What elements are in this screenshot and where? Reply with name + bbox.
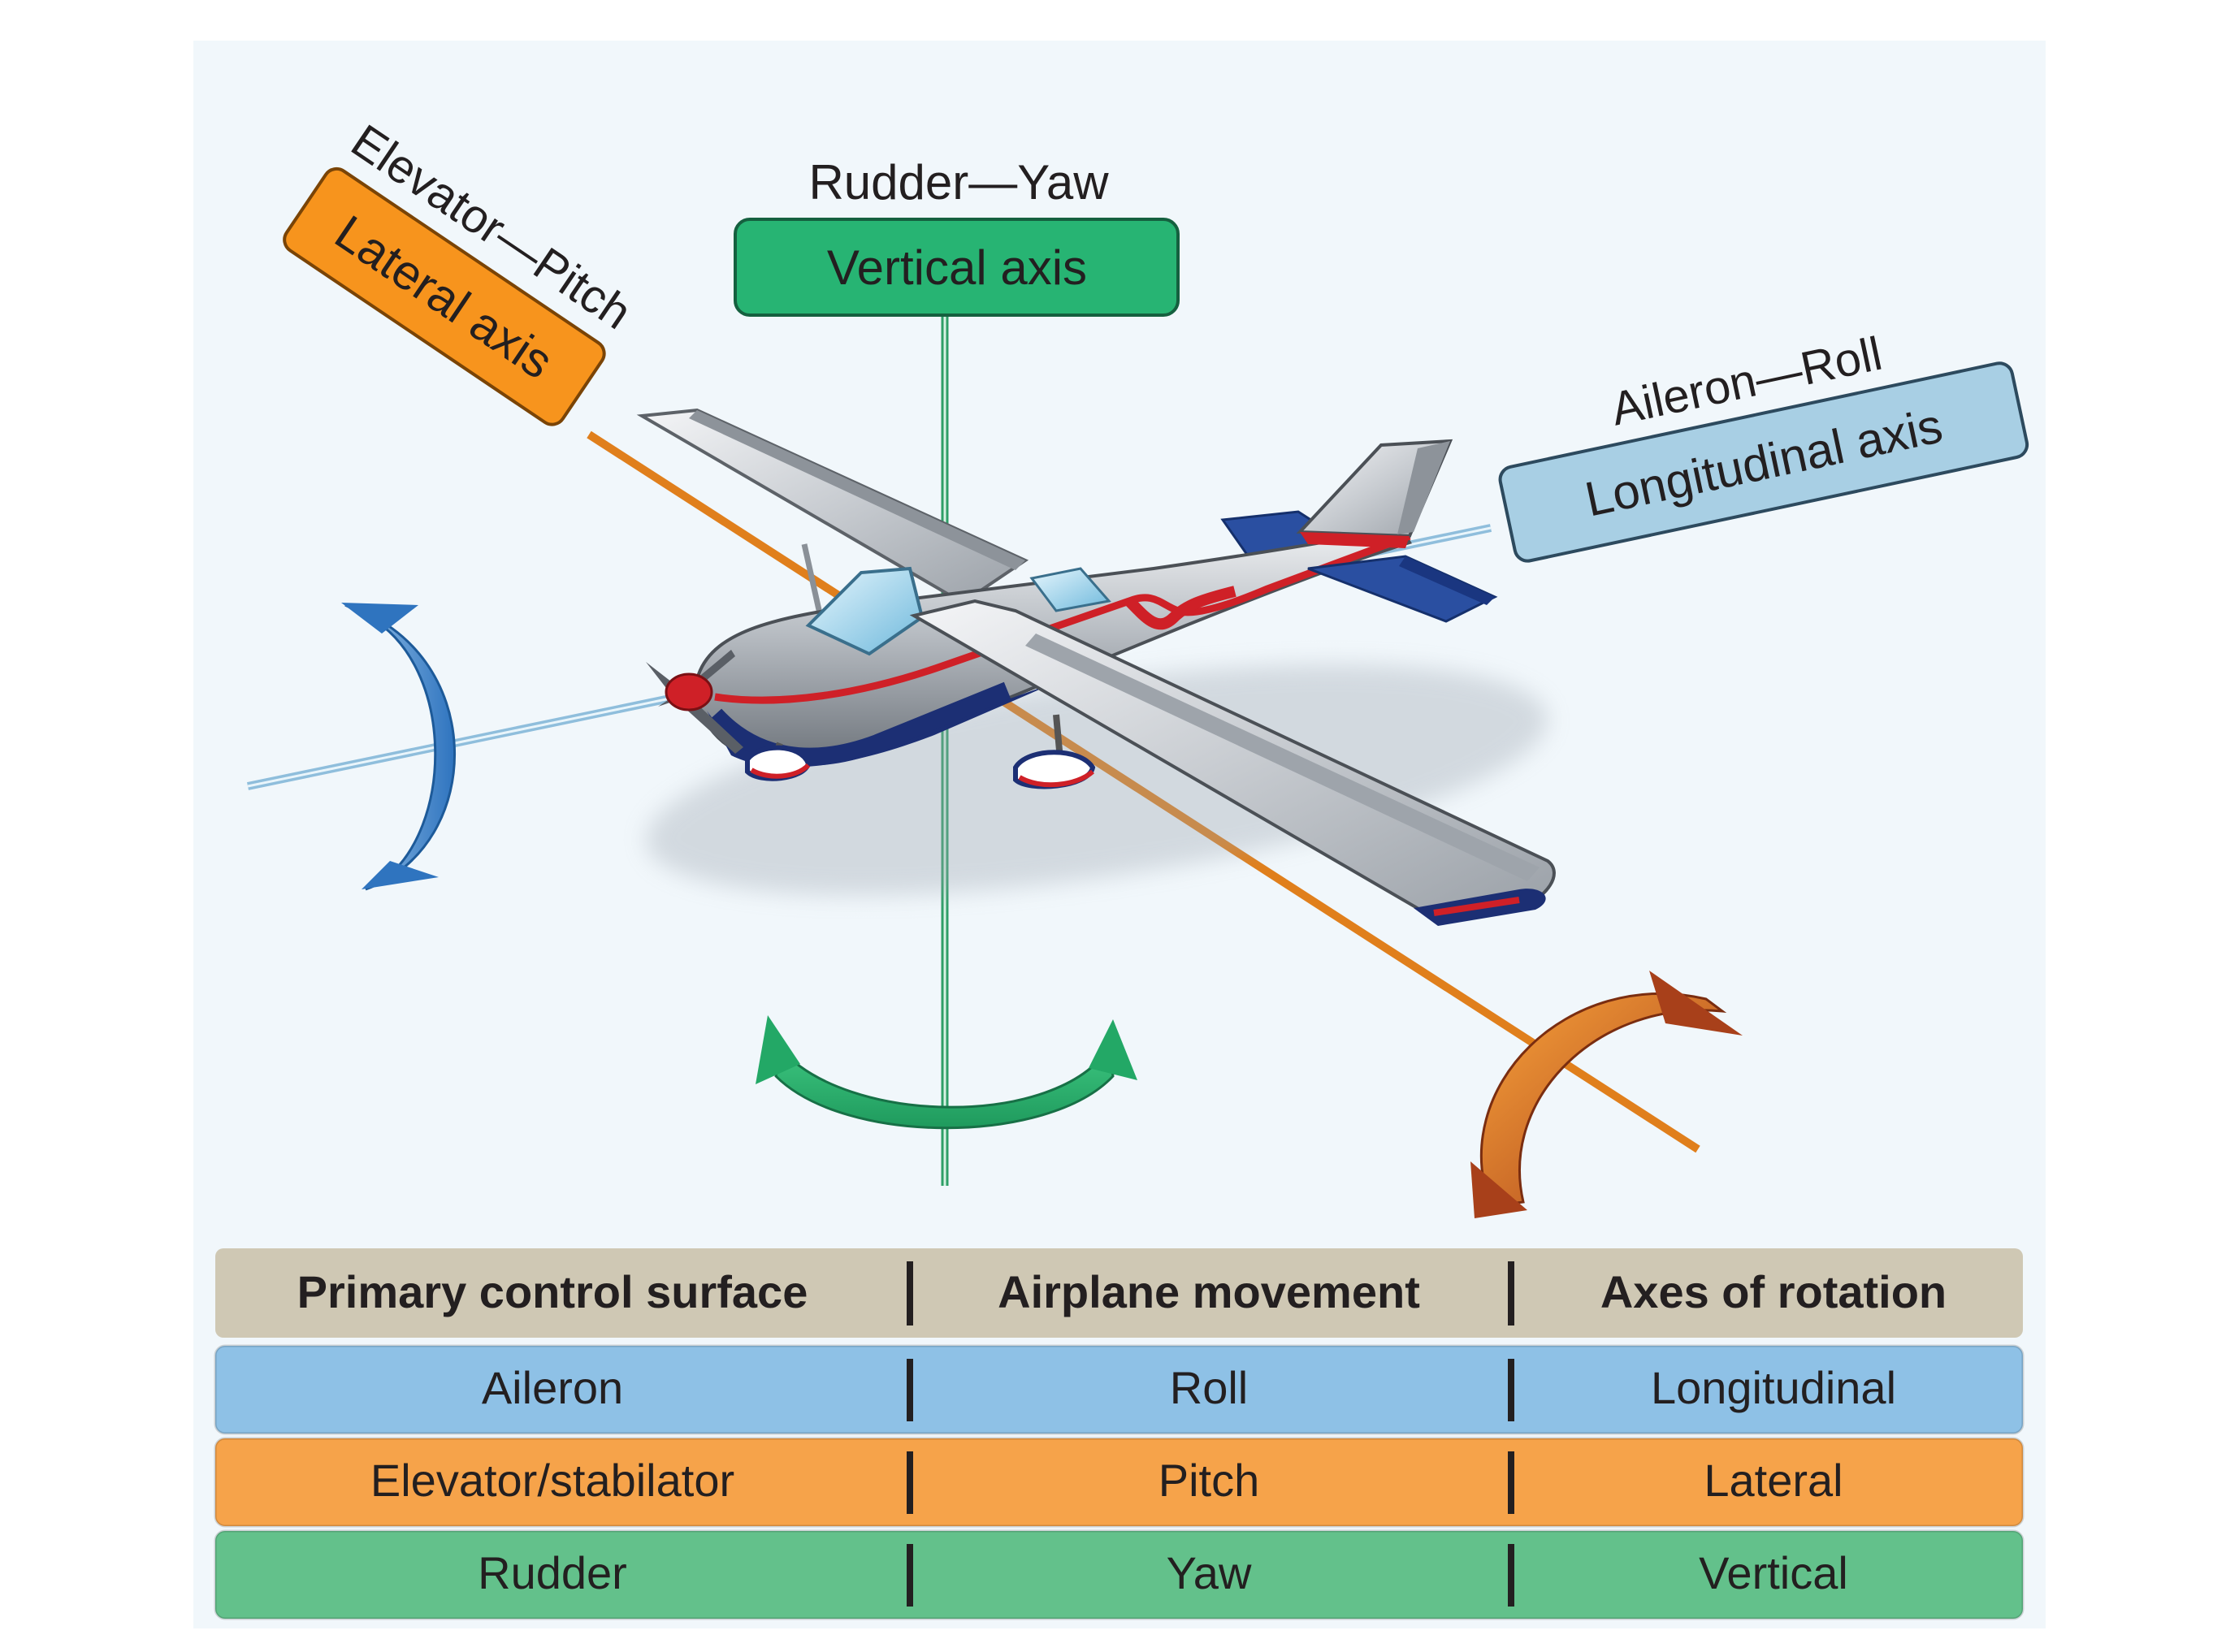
- table-row: [214, 1344, 2025, 1435]
- table-cell: Vertical: [1699, 1547, 1848, 1598]
- vertical-axis-label: Rudder—Yaw Vertical axis: [734, 155, 1180, 317]
- lateral-axis-box: [283, 166, 606, 426]
- windshield: [805, 566, 925, 656]
- longitudinal-axis-box: [1498, 361, 2029, 563]
- table-cell: Rudder: [478, 1547, 627, 1598]
- control-surface-table: Primary control surface Airplane movemen…: [214, 1248, 2025, 1620]
- roll-rotation-arrow: [341, 603, 457, 891]
- vertical-axis-caption: Rudder—Yaw: [808, 155, 1109, 210]
- table-row: [214, 1529, 2025, 1620]
- pitch-rotation-arrow: [1470, 971, 1743, 1218]
- table-cell: Elevator/stabilator: [370, 1455, 734, 1506]
- airplane-illustration: [636, 408, 1556, 926]
- table-cell: Pitch: [1158, 1455, 1260, 1506]
- spinner: [665, 672, 713, 711]
- table-header-row: [215, 1248, 2023, 1338]
- table-cell: Yaw: [1167, 1547, 1252, 1598]
- vertical-axis-box-text: Vertical axis: [827, 240, 1087, 295]
- yaw-rotation-arrow: [756, 1015, 1137, 1130]
- table-cell: Roll: [1170, 1362, 1248, 1413]
- table-column-dividers: [907, 1261, 1514, 1607]
- table-row: [214, 1437, 2025, 1528]
- table-cell: Lateral: [1704, 1455, 1843, 1506]
- table-header-cell: Primary control surface: [297, 1266, 808, 1317]
- landing-gear: [745, 714, 1096, 789]
- fuselage-stripe: [714, 532, 1411, 704]
- table-header-cell: Airplane movement: [998, 1266, 1420, 1317]
- table-header-cell: Axes of rotation: [1600, 1266, 1947, 1317]
- table-cell: Aileron: [482, 1362, 623, 1413]
- vertical-axis-box: [734, 218, 1180, 317]
- table-cell: Longitudinal: [1651, 1362, 1896, 1413]
